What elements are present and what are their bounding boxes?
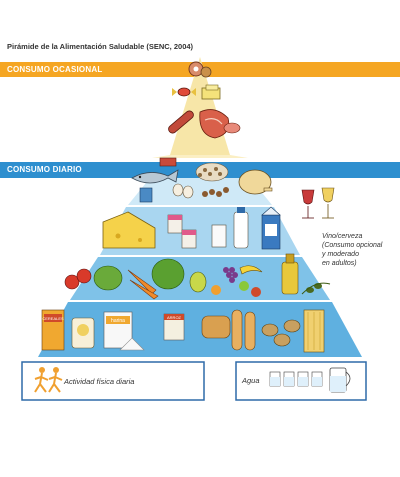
rice-box-icon: ARROZ: [163, 313, 185, 341]
medicine-can-icon: [139, 187, 153, 203]
wine-beer-note-line: Vino/cerveza: [322, 233, 363, 240]
milk-glass-icon: [211, 224, 227, 248]
carrots-icon: [127, 269, 159, 300]
fruit-bowl-icon: [211, 281, 261, 297]
flour-bag-icon: harina: [103, 311, 133, 349]
cheese-icon: [102, 211, 156, 249]
activity-box: [21, 361, 205, 401]
nuts-icon: [202, 187, 229, 197]
butter-icon: [201, 84, 221, 100]
yogurt-icon: [167, 214, 197, 249]
wine-beer-note-line: y moderado: [322, 251, 359, 259]
olive-oil-icon: [281, 253, 299, 295]
chicken-icon: [238, 169, 273, 195]
daily-consumption-label: CONSUMO DIARIO: [7, 165, 82, 174]
legumes-icon: [195, 162, 229, 182]
banana-icon: [239, 265, 263, 275]
figure-title: Pirámide de la Alimentación Saludable (S…: [7, 42, 194, 51]
wine-beer-note: Vino/cerveza (Consumo opcional y moderad…: [322, 232, 394, 268]
cookie-icon: [200, 66, 212, 78]
cereal-box-label: CEREALES: [42, 316, 64, 321]
potatoes-icon: [261, 319, 301, 347]
tier-protein: [128, 178, 272, 205]
eggs-icon: [172, 183, 194, 199]
water-label: Agua: [242, 376, 260, 385]
sausage-icon: [168, 110, 194, 134]
cold-cuts-icon: [223, 122, 241, 134]
rice-box-label: ARROZ: [167, 315, 182, 320]
wine-beer-note-line: (Consumo opcional: [322, 242, 383, 250]
flour-pile-icon: [119, 337, 145, 351]
donut-icon: [188, 61, 204, 77]
leafy-vegetables-icon: [93, 258, 185, 291]
tomatoes-icon: [64, 268, 92, 290]
olives-icon: [301, 282, 331, 295]
fish-icon: [131, 169, 179, 184]
activity-label: Actividad física diaria: [64, 377, 135, 386]
bread-loaf-icon: [201, 315, 231, 339]
flour-bag-label: harina: [111, 318, 125, 324]
baguette-icon: [231, 309, 256, 351]
milk-bottle-icon: [233, 207, 249, 249]
runner-icon: [34, 367, 63, 393]
pear-icon: [189, 271, 207, 293]
cereal-box-icon: CEREALES: [41, 309, 65, 351]
pyramid-top-base: [152, 155, 248, 158]
grapes-icon: [223, 267, 238, 283]
fish-can-icon: [159, 157, 177, 167]
water-glasses-icon: [269, 371, 323, 387]
candy-icon: [172, 87, 196, 97]
wine-glasses-icon: [301, 187, 335, 219]
grain-jar-icon: [71, 317, 95, 349]
pasta-icon: [303, 309, 325, 353]
occasional-consumption-label: CONSUMO OCASIONAL: [7, 65, 103, 74]
water-jug-icon: [329, 367, 351, 393]
wine-beer-note-line: en adultos): [322, 260, 357, 268]
milk-carton-icon: [261, 206, 281, 250]
